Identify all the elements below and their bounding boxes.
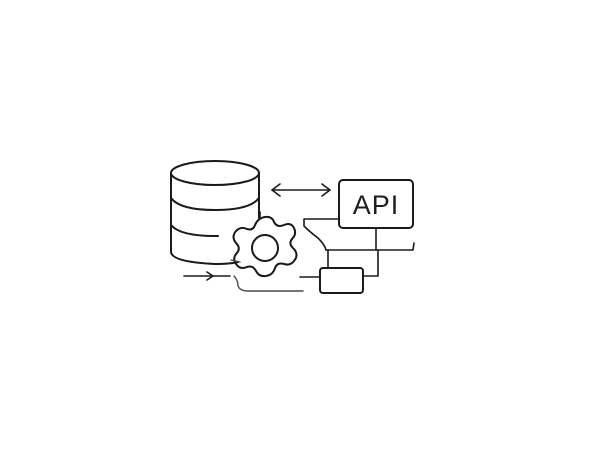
double-arrow-icon bbox=[271, 183, 331, 197]
connector-lines bbox=[299, 218, 415, 278]
database-icon bbox=[170, 160, 260, 265]
api-label: API bbox=[353, 190, 400, 220]
api-box: API bbox=[338, 179, 414, 229]
gear-icon bbox=[232, 211, 298, 278]
lower-connector bbox=[230, 259, 304, 292]
module-box bbox=[319, 267, 364, 294]
arrow-right-icon bbox=[183, 271, 231, 281]
